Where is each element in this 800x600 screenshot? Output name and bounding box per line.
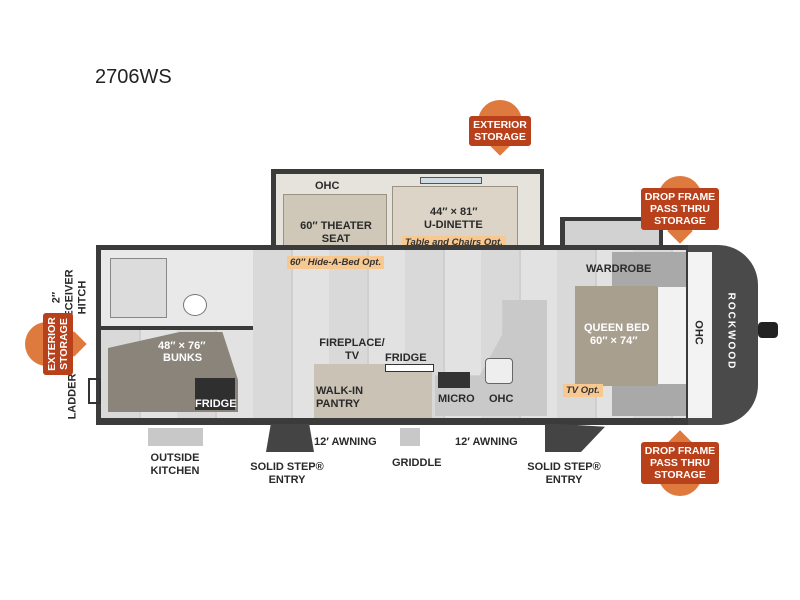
ohc-kitchen-label: OHC [489, 393, 514, 405]
fridge-label: FRIDGE [385, 352, 427, 364]
hitch [758, 322, 778, 338]
griddle-label: GRIDDLE [392, 457, 442, 469]
wardrobe-label: WARDROBE [586, 263, 652, 275]
rockwood-logo: ROCKWOOD [725, 292, 737, 371]
fridge-outside-label: FRIDGE [195, 398, 237, 410]
pillows [657, 287, 686, 384]
shower [110, 258, 167, 318]
model-title: 2706WS [95, 66, 172, 88]
sink [485, 358, 513, 384]
queen-bed-size-label: 60″ × 74″ [590, 335, 638, 347]
ohc-front-label: OHC [692, 320, 705, 345]
stove [438, 372, 470, 388]
option-hide-a-bed: 60″ Hide-A-Bed Opt. [287, 256, 385, 269]
badge-exterior-storage-left: EXTERIOR STORAGE [25, 310, 91, 378]
badge-exterior-storage-top: EXTERIOR STORAGE [466, 100, 534, 164]
bunks-label: BUNKS [163, 352, 203, 364]
badge-left-text: EXTERIOR STORAGE [46, 317, 70, 371]
dinette-label: U-DINETTE [424, 219, 483, 231]
bunks-size-label: 48″ × 76″ [158, 340, 206, 352]
front-cap-inner [688, 252, 712, 418]
queen-bed [575, 286, 657, 386]
entry-step-right [545, 424, 605, 452]
pantry-label: WALK-IN PANTRY [316, 385, 364, 410]
outside-kitchen-label: OUTSIDE KITCHEN [150, 452, 200, 477]
ladder-label: LADDER [66, 373, 79, 420]
badge-drop-frame-top: DROP FRAME PASS THRU STORAGE [638, 176, 722, 246]
entry-step-left [266, 424, 314, 452]
ohc-slide-label: OHC [315, 180, 340, 192]
fireplace-label: FIREPLACE/ TV [319, 337, 385, 362]
window [420, 177, 482, 184]
entry-left-label: SOLID STEP® ENTRY [250, 461, 324, 486]
dinette-size-label: 44″ × 81″ [430, 206, 478, 218]
option-tv: TV Opt. [563, 384, 603, 397]
ladder [88, 378, 101, 404]
pantry [314, 364, 432, 418]
queen-bed-label: QUEEN BED [584, 322, 650, 334]
theater-seat-label: 60″ THEATER SEAT [300, 220, 372, 245]
outside-kitchen [148, 428, 203, 446]
fridge-unit [385, 364, 434, 372]
awning-left-label: 12′ AWNING [314, 436, 377, 448]
outside-fridge [195, 378, 235, 410]
badge-drop-frame-bottom: DROP FRAME PASS THRU STORAGE [638, 430, 722, 500]
toilet [183, 294, 207, 316]
micro-label: MICRO [438, 393, 475, 405]
entry-right-label: SOLID STEP® ENTRY [527, 461, 601, 486]
awning-right-label: 12′ AWNING [455, 436, 518, 448]
griddle-unit [400, 428, 420, 446]
